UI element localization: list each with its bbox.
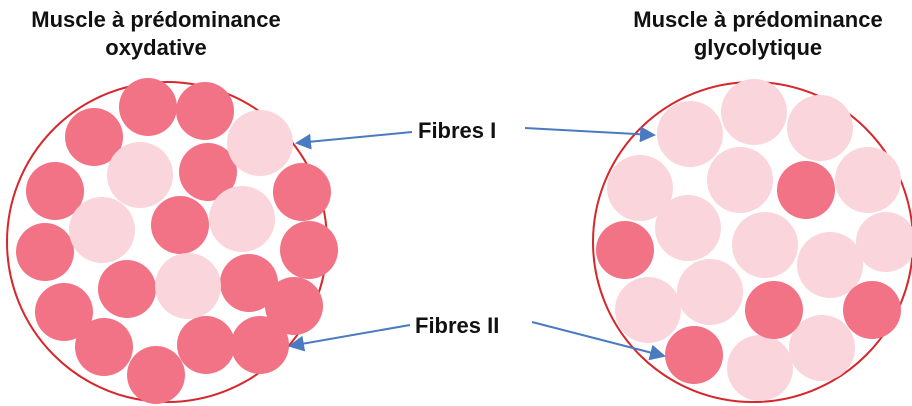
fibre-type-2 [127,346,185,404]
fibres-2-label: Fibres II [415,313,499,339]
fibre-type-2 [596,221,654,279]
arrow-fibres-1-left [297,132,412,143]
fibre-type-2 [16,223,74,281]
oxidative-muscle [7,78,338,404]
fibre-type-1 [707,147,773,213]
fibre-type-1 [787,95,853,161]
fibre-type-1 [835,147,901,213]
fibre-type-2 [745,281,803,339]
fibre-type-1 [615,277,681,343]
fibre-type-2 [843,281,901,339]
fibre-type-1 [721,79,787,145]
fibre-type-1 [655,195,721,261]
fibre-type-2 [280,221,338,279]
fibre-type-2 [75,318,133,376]
fibre-type-2 [151,196,209,254]
fibre-type-2 [273,163,331,221]
fibre-type-2 [119,78,177,136]
fibre-type-1 [789,315,855,381]
fibre-type-1 [107,142,173,208]
fibre-type-2 [176,82,234,140]
fibre-type-2 [177,316,235,374]
fibre-type-2 [231,316,289,374]
glycolytic-muscle [593,79,912,402]
fibre-type-1 [155,253,221,319]
fibre-type-1 [227,110,293,176]
fibres-1-label: Fibres I [418,118,496,144]
fibre-type-1 [209,186,275,252]
fibre-type-1 [677,259,743,325]
fibre-type-2 [777,161,835,219]
arrow-fibres-1-right [525,128,654,135]
fibre-type-2 [665,326,723,384]
fibre-type-1 [732,212,798,278]
fibre-type-1 [69,197,135,263]
fibre-type-2 [98,260,156,318]
fibre-type-1 [727,335,793,401]
fibre-type-1 [657,101,723,167]
